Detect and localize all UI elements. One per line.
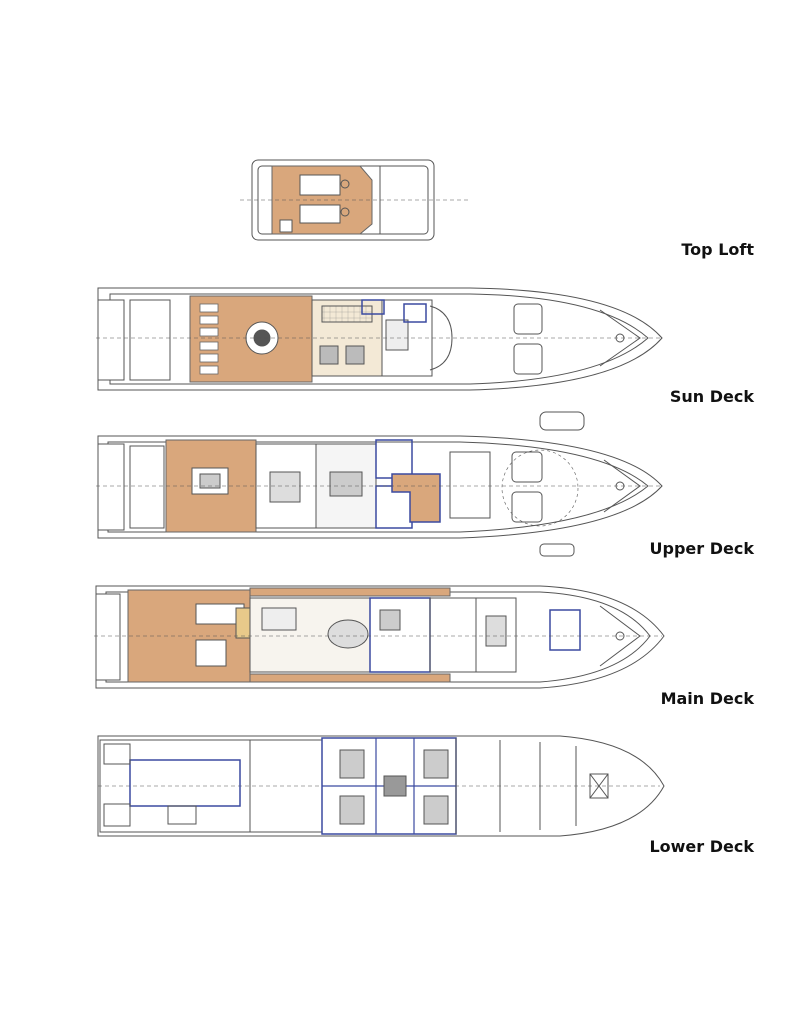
top-loft-plan (240, 159, 470, 241)
deck-label-sun-deck: Sun Deck (669, 387, 754, 406)
main-deck-plan (94, 585, 665, 689)
deck-label-lower-deck: Lower Deck (649, 837, 754, 856)
deck-label-main-deck: Main Deck (660, 689, 754, 708)
sun-deck-plan (96, 287, 663, 391)
deck-label-upper-deck: Upper Deck (649, 539, 754, 558)
lower-deck-plan (97, 735, 665, 837)
deck-label-top-loft: Top Loft (681, 240, 754, 259)
upper-deck-plan (96, 411, 663, 557)
